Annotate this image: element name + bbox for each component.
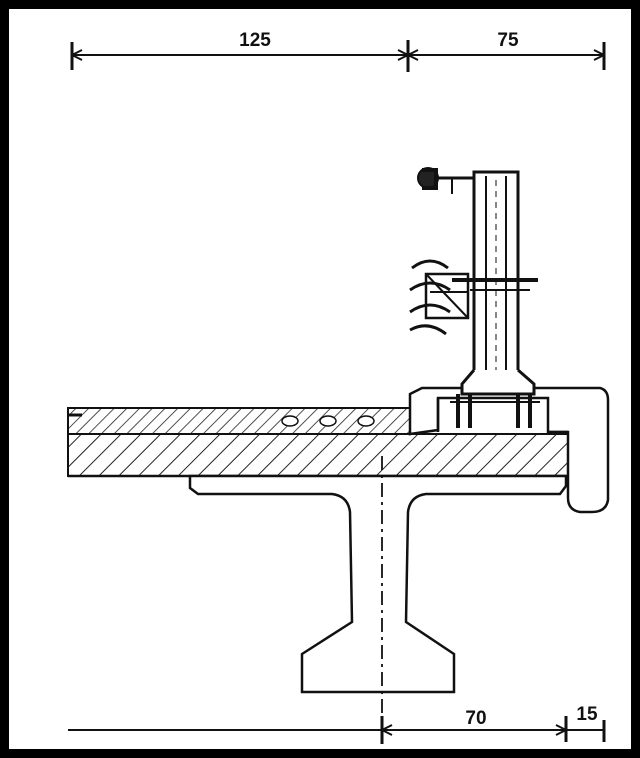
pavement-layer xyxy=(67,407,411,435)
mid-rail-bracket xyxy=(409,259,538,336)
railing-post xyxy=(450,170,540,428)
edge-beam xyxy=(408,386,610,514)
dimension-label-125: 125 xyxy=(239,30,271,51)
handrail xyxy=(417,167,474,194)
dimension-label-15: 15 xyxy=(576,704,598,725)
precast-girder xyxy=(188,474,568,694)
dimension-label-75: 75 xyxy=(497,30,519,51)
top-dimension-line xyxy=(70,40,606,72)
deck-slab xyxy=(67,433,569,478)
bottom-dimension-line xyxy=(68,716,606,744)
dimension-label-70: 70 xyxy=(465,708,486,729)
